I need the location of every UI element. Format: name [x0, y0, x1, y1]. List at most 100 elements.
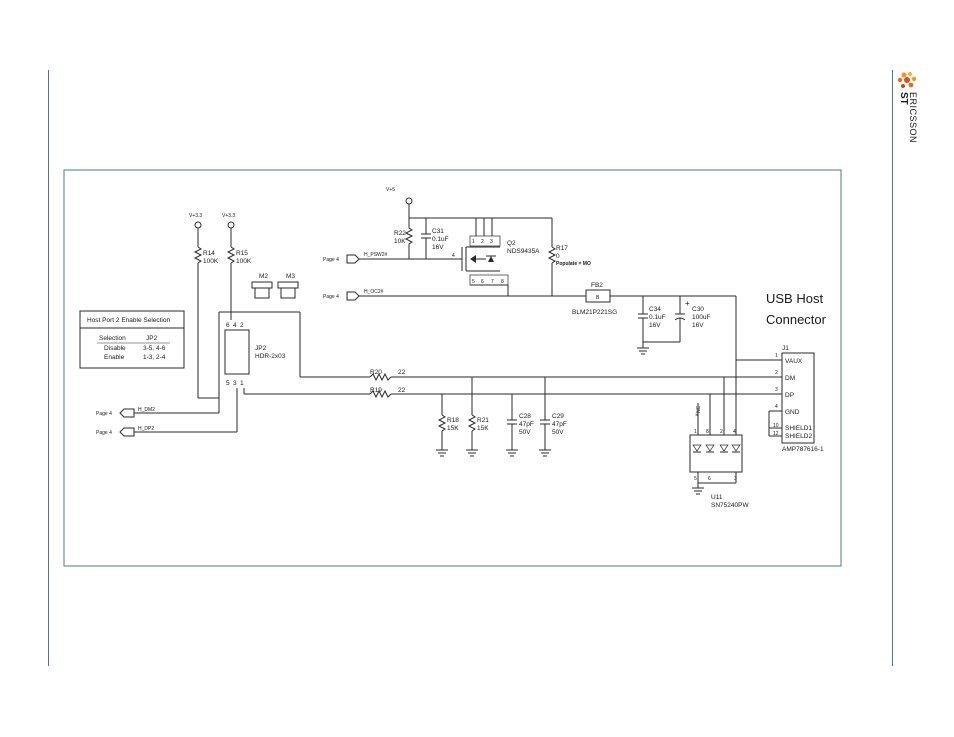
jp2-pin-6: 6 — [226, 322, 230, 329]
u11-pin-4: 4 — [733, 429, 736, 435]
jp2-ref: JP2 — [255, 345, 267, 352]
q2-ref: Q2 — [507, 240, 516, 247]
h-dm2-page: Page 4 — [96, 411, 112, 417]
capacitor-c28: C28 47pF 50V — [506, 394, 534, 457]
mounting-hole-m2: M2 — [251, 273, 273, 299]
jp2-type: HDR-2x03 — [255, 353, 286, 360]
j1-part: AMP787616-1 — [782, 446, 824, 453]
logo-ericsson-text: ERICSSON — [908, 92, 918, 143]
capacitor-c30: + C30 100uF 16V — [674, 296, 710, 342]
u11-part: SN75240PW — [711, 502, 749, 509]
jp2-pin-5: 5 — [226, 380, 230, 387]
m2-ref: M2 — [259, 273, 268, 280]
c29-ref: C29 — [552, 413, 564, 420]
c28-voltage: 50V — [519, 429, 531, 436]
j1-pin-num-1: 1 — [775, 353, 778, 359]
r18-value: 15K — [447, 425, 459, 432]
u11-nc-mark: × — [695, 413, 699, 419]
j1-pin-num-12: 12 — [773, 431, 779, 437]
j1-ref: J1 — [782, 345, 789, 352]
connector-title-line2: Connector — [766, 312, 827, 327]
offpage-h-dp2: Page 4 H_DP2 — [96, 426, 237, 437]
right-border-rule — [892, 70, 893, 666]
capacitor-c31: C31 0.1uF 16V — [421, 218, 449, 259]
mosfet-q2: 1 2 3 4 5 6 7 8 Q2 NDS9435A — [452, 218, 540, 296]
r17-value: 0 — [556, 253, 560, 260]
r21-ref: R21 — [477, 417, 489, 424]
offpage-h-dm2: Page 4 H_DM2 — [96, 398, 220, 418]
q2-part: NDS9435A — [507, 248, 540, 255]
j1-pin-num-4: 4 — [775, 404, 778, 410]
offpage-h-psw2: Page 4 H_PSW2# — [323, 252, 462, 264]
r18-ref: R18 — [447, 417, 459, 424]
q2-pin-5: 5 — [472, 279, 475, 285]
logo-dots — [897, 72, 917, 88]
fb2-ref: FB2 — [591, 282, 603, 289]
h-psw2-net: H_PSW2# — [364, 252, 388, 258]
r22-value: 10K — [394, 238, 406, 245]
fb2-pin: B — [596, 295, 600, 301]
st-ericsson-logo: ST ERICSSON — [897, 72, 918, 143]
c31-value: 0.1uF — [432, 236, 449, 243]
u11-pin-8: 8 — [706, 429, 709, 435]
j1-pin-name-10: SHIELD1 — [785, 425, 812, 432]
c29-value: 47pF — [552, 421, 567, 428]
h-oc2-page: Page 4 — [323, 294, 339, 300]
j1-pin-num-2: 2 — [775, 370, 778, 376]
m3-ref: M3 — [286, 273, 295, 280]
j1-pin-name-3: DP — [785, 392, 794, 399]
jp2-pin-1: 1 — [240, 380, 244, 387]
r21-value: 15K — [477, 425, 489, 432]
r19-ref: R19 — [370, 387, 382, 394]
h-dp2-net: H_DP2 — [138, 426, 154, 432]
r17-note: Populate = MO — [556, 261, 591, 267]
q2-pin-1: 1 — [472, 239, 475, 245]
left-border-rule — [48, 70, 49, 666]
supply-5v: V+5 R22 10K — [386, 187, 552, 259]
u11-pin-2: 2 — [720, 429, 723, 435]
c28-value: 47pF — [519, 421, 534, 428]
capacitor-c29: C29 47pF 50V — [539, 377, 567, 457]
r20-value: 22 — [398, 369, 406, 376]
j1-pin-name-1: VAUX — [785, 358, 803, 365]
j1-pin-name-12: SHIELD2 — [785, 433, 812, 440]
c30-ref: C30 — [692, 306, 704, 313]
h-psw2-page: Page 4 — [323, 257, 339, 263]
c31-ref: C31 — [432, 228, 444, 235]
r14-value: 100K — [203, 258, 219, 265]
jp2-pin-4: 4 — [233, 322, 237, 329]
table-row-enable-value: 1-3, 2-4 — [143, 354, 166, 361]
jumper-jp2: 6 4 2 5 3 1 JP2 HDR-2x03 — [218, 311, 301, 432]
j1-pin-name-4: GND — [785, 409, 800, 416]
offpage-h-oc2: Page 4 H_OC2# — [323, 289, 552, 301]
c34-ref: C34 — [649, 306, 661, 313]
r15-value: 100K — [236, 258, 252, 265]
jp2-pin-3: 3 — [233, 380, 237, 387]
u11-pin-1: 1 — [694, 429, 697, 435]
c30-voltage: 16V — [692, 322, 704, 329]
c28-ref: C28 — [519, 413, 531, 420]
u11-nc-label: NC — [696, 405, 702, 413]
net-label-v33-b: V+3.3 — [222, 213, 235, 219]
net-label-v33-a: V+3.3 — [189, 213, 202, 219]
c34-value: 0.1uF — [649, 314, 666, 321]
h-dp2-page: Page 4 — [96, 430, 112, 436]
q2-pin-6: 6 — [481, 279, 484, 285]
logo-st-text: ST — [898, 92, 909, 105]
h-dm2-net: H_DM2 — [138, 407, 155, 413]
r15-ref: R15 — [236, 250, 248, 257]
resistor-r21: R21 15K — [466, 377, 489, 457]
table-row-enable-label: Enable — [104, 354, 125, 361]
ferrite-fb2: B FB2 BLM21P221SG — [508, 282, 736, 316]
r19-value: 22 — [398, 387, 406, 394]
j1-pin-num-3: 3 — [775, 387, 778, 393]
connector-j1: J1 1 VAUX 2 DM 3 DP 4 GND 10 SHIELD1 12 … — [768, 345, 824, 453]
esd-u11: NC × 1 8 2 4 5 6 3 U11 SN75240PW — [689, 360, 749, 509]
q2-pin-2: 2 — [481, 239, 484, 245]
jp2-pin-2: 2 — [240, 322, 244, 329]
j1-pin-name-2: DM — [785, 375, 795, 382]
enable-selection-table: Host Port 2 Enable Selection Selection J… — [79, 310, 185, 369]
table-row-disable-value: 3-5, 4-6 — [143, 345, 166, 352]
r20-ref: R20 — [370, 369, 382, 376]
